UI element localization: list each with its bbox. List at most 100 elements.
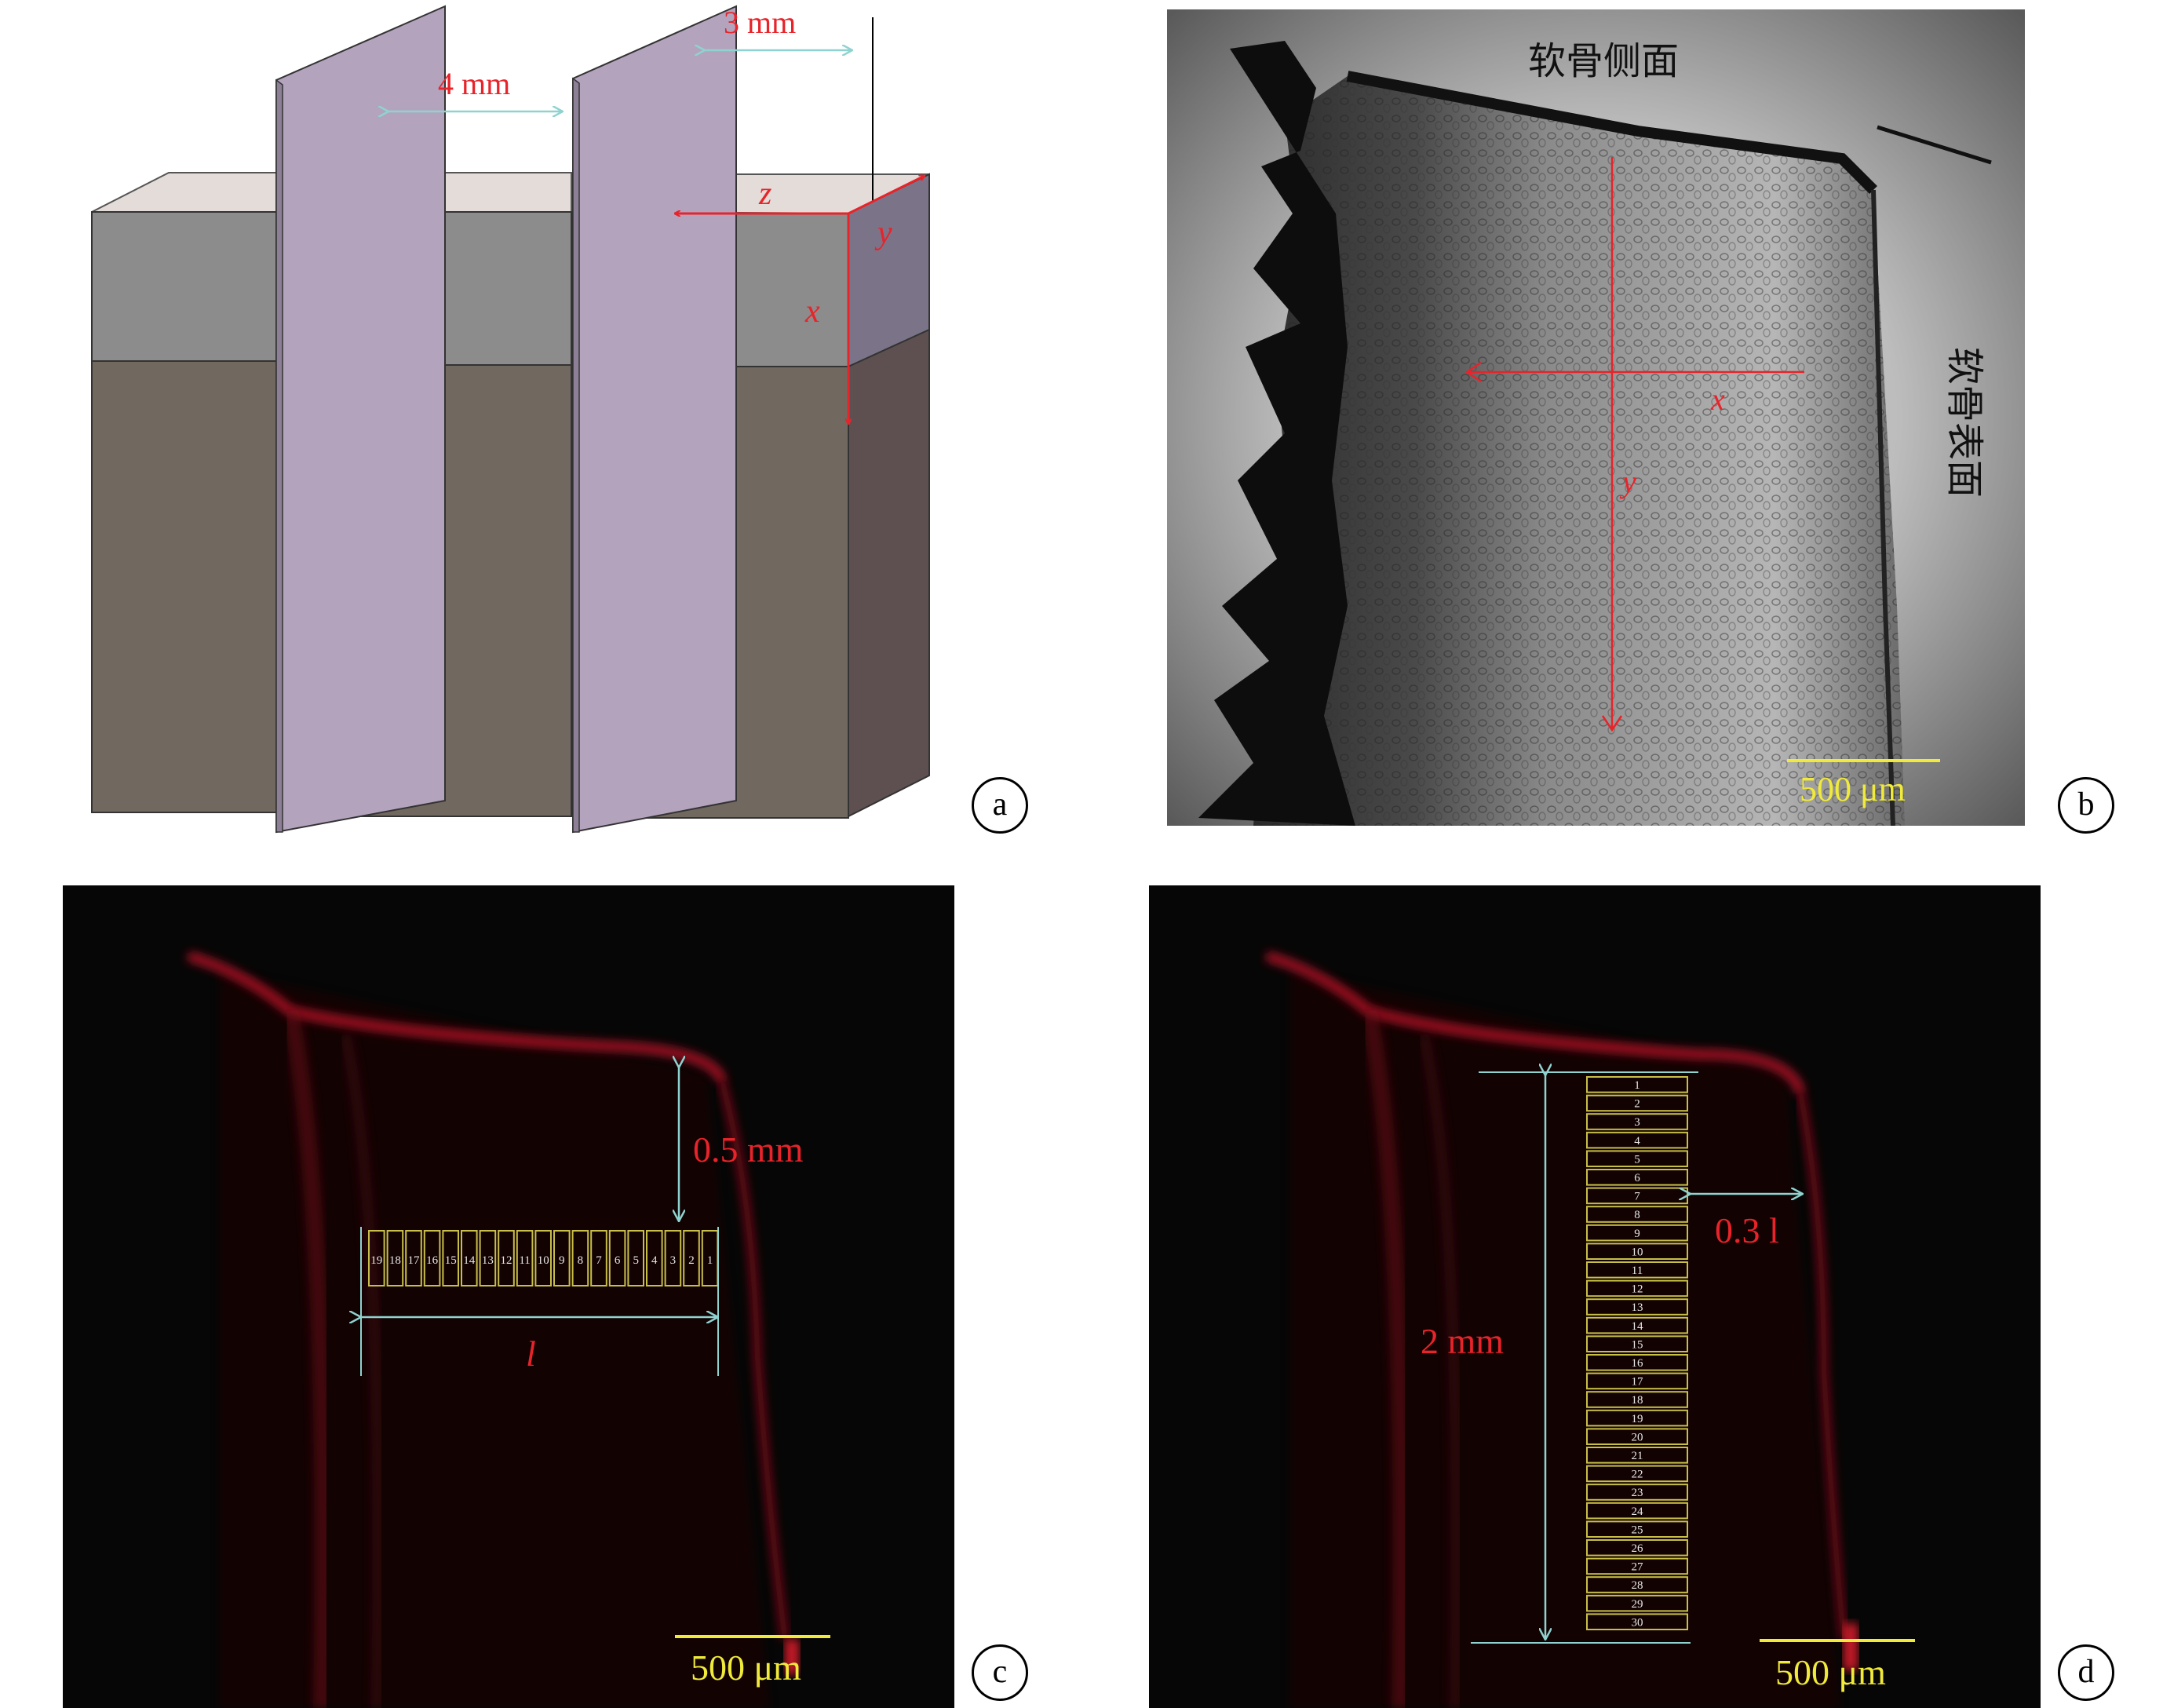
surface-signal <box>1265 951 1805 1095</box>
roi-number: 18 <box>389 1254 401 1267</box>
roi-number: 14 <box>1632 1320 1644 1333</box>
roi-number: 5 <box>1634 1153 1640 1166</box>
depth-label: 2 mm <box>1421 1321 1504 1361</box>
roi-number: 1 <box>707 1254 713 1267</box>
offset-label: 0.3 l <box>1715 1210 1779 1250</box>
roi-box <box>1586 1335 1688 1353</box>
roi-number: 8 <box>578 1254 584 1267</box>
roi-box <box>1586 1428 1688 1446</box>
roi-box <box>553 1230 571 1286</box>
roi-number: 10 <box>1632 1246 1643 1258</box>
roi-number: 8 <box>1634 1209 1640 1221</box>
roi-box <box>1586 1206 1688 1223</box>
axis-z-label: z <box>758 176 771 212</box>
roi-number: 9 <box>1634 1228 1640 1240</box>
panel-d-badge: d <box>2058 1644 2114 1701</box>
roi-number: 16 <box>1632 1357 1644 1370</box>
panel-b-badge: b <box>2058 777 2114 834</box>
roi-number: 4 <box>1634 1135 1640 1148</box>
roi-number: 22 <box>1632 1469 1643 1481</box>
roi-number: 16 <box>426 1254 439 1267</box>
roi-box <box>571 1230 589 1286</box>
roi-number: 27 <box>1632 1561 1644 1574</box>
roi-box <box>423 1230 441 1286</box>
depth-label: 0.5 mm <box>693 1130 804 1170</box>
roi-box <box>1586 1298 1688 1316</box>
roi-box <box>1586 1576 1688 1593</box>
roi-number: 28 <box>1632 1579 1643 1592</box>
roi-number: 10 <box>538 1254 549 1267</box>
roi-box <box>1586 1076 1688 1093</box>
roi-box <box>479 1230 497 1286</box>
caption-cartilage-surface: 软骨表面 <box>1942 347 1986 498</box>
roi-number: 3 <box>670 1254 677 1267</box>
brightfield-image: x y 软骨侧面 软骨表面 500 μm <box>1167 9 2025 826</box>
roi-box <box>1586 1372 1688 1390</box>
roi-number: 17 <box>1632 1376 1644 1389</box>
roi-box <box>1586 1613 1688 1631</box>
roi-number: 19 <box>1632 1413 1643 1425</box>
axis-y-label: y <box>1619 464 1636 499</box>
roi-box <box>1586 1224 1688 1242</box>
roi-box <box>461 1230 478 1286</box>
roi-box <box>683 1230 700 1286</box>
axis-y-arrow <box>848 176 925 215</box>
roi-number: 20 <box>1632 1431 1643 1443</box>
roi-number: 6 <box>1634 1172 1640 1184</box>
roi-box <box>1586 1354 1688 1371</box>
panel-b-micrograph: x y 软骨侧面 软骨表面 500 μm <box>1167 9 2025 826</box>
block-diagram: 4 mm 3 mm z y x <box>91 5 930 834</box>
panel-a-badge: a <box>972 777 1028 834</box>
roi-number: 25 <box>1632 1524 1643 1536</box>
edge-signal <box>1796 1093 1847 1640</box>
axis-x-label: x <box>1710 381 1725 417</box>
dim-4mm-label: 4 mm <box>438 66 510 101</box>
roi-box <box>405 1230 422 1286</box>
roi-box <box>442 1230 459 1286</box>
roi-box <box>1586 1409 1688 1427</box>
blade-left <box>275 5 446 834</box>
roi-number: 3 <box>1634 1116 1640 1129</box>
roi-box <box>1586 1391 1688 1408</box>
roi-number: 30 <box>1632 1616 1643 1629</box>
scale-bar-label: 500 μm <box>1800 770 1906 808</box>
caption-cartilage-side: 软骨侧面 <box>1528 39 1679 83</box>
axis-x-label: x <box>804 294 820 330</box>
roi-number: 26 <box>1632 1542 1644 1555</box>
roi-box <box>1586 1539 1688 1557</box>
roi-number: 12 <box>1632 1283 1643 1296</box>
roi-number: 21 <box>1632 1450 1643 1462</box>
roi-number: 15 <box>445 1254 457 1267</box>
roi-number: 7 <box>1634 1191 1640 1203</box>
roi-number: 15 <box>1632 1338 1643 1351</box>
roi-box <box>1586 1094 1688 1112</box>
length-label: l <box>526 1334 536 1374</box>
roi-box <box>1586 1520 1688 1538</box>
block-left <box>91 172 283 813</box>
roi-box <box>534 1230 553 1286</box>
fluorescence-image-d: 2 mm 12345678910111213141516171819202122… <box>1149 885 2041 1708</box>
roi-number: 11 <box>1632 1265 1643 1277</box>
roi-number: 11 <box>519 1254 530 1267</box>
roi-box <box>1586 1484 1688 1501</box>
roi-box <box>516 1230 534 1286</box>
roi-box <box>646 1230 663 1286</box>
panel-c-badge: c <box>972 1644 1028 1701</box>
roi-number: 5 <box>633 1254 639 1267</box>
roi-number: 13 <box>1632 1301 1643 1314</box>
roi-box <box>1586 1131 1688 1149</box>
roi-number: 29 <box>1632 1598 1643 1611</box>
edge-signal <box>718 1080 789 1640</box>
roi-box <box>1586 1502 1688 1520</box>
roi-box <box>1586 1465 1688 1483</box>
roi-column: 1234567891011121314151617181920212223242… <box>1586 1076 1688 1631</box>
roi-number: 14 <box>463 1254 476 1267</box>
roi-box <box>608 1230 626 1286</box>
roi-number: 13 <box>482 1254 494 1267</box>
roi-number: 19 <box>370 1254 382 1267</box>
tissue-left-edge <box>1198 41 1355 826</box>
roi-number: 1 <box>1634 1079 1640 1092</box>
roi-box <box>1586 1557 1688 1575</box>
